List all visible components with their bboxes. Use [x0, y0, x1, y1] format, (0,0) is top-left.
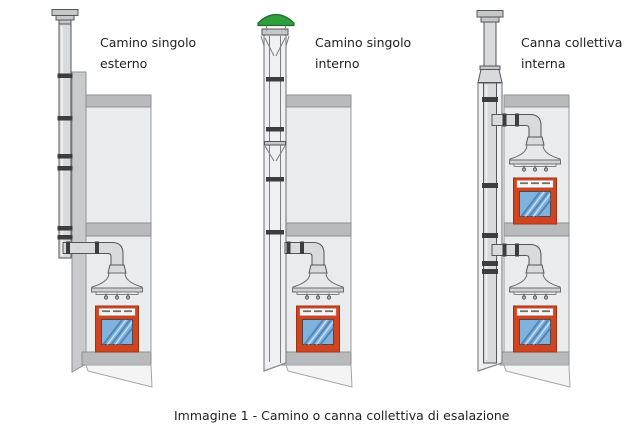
pipe-joint-band	[57, 116, 73, 121]
elbow-joint-band	[515, 113, 519, 127]
pipe-joint-band	[482, 183, 498, 188]
elbow-joint-band	[66, 241, 70, 254]
rain-cap-disc	[51, 9, 79, 16]
pipe-joint-band	[57, 226, 73, 231]
panel-label-line: Camino singolo	[315, 35, 412, 50]
rain-cap-disc	[480, 16, 500, 23]
panel-internal-chimney	[257, 13, 353, 388]
rain-cap-disc	[476, 10, 504, 18]
pipe-joint-band	[482, 97, 498, 102]
pipe-joint-band	[57, 154, 73, 159]
rain-cap-collar	[58, 19, 72, 25]
pipe-joint-band	[266, 77, 284, 82]
elbow-joint-band	[515, 243, 519, 257]
panel-label-external: Camino singolo esterno	[100, 32, 196, 74]
panel-label-internal: Camino singolo interno	[315, 32, 411, 74]
inner-funnel	[264, 37, 275, 57]
panel-collective-flue	[476, 10, 571, 388]
panel-label-collective: Canna collettiva interna	[521, 32, 622, 74]
pipe-joint-band	[266, 230, 284, 235]
pipe-joint-band	[482, 233, 498, 238]
inner-funnel	[275, 145, 286, 162]
reducer-ring	[479, 65, 501, 70]
elbow-joint-band	[502, 243, 507, 257]
inner-funnel	[275, 37, 286, 57]
panel-label-line: esterno	[100, 56, 148, 71]
pipe-joint-band	[266, 177, 284, 182]
shaft-flare	[285, 35, 290, 47]
elbow-joint-band	[95, 241, 99, 254]
figure-caption: Immagine 1 - Camino o canna collettiva d…	[174, 408, 510, 423]
panel-label-line: interno	[315, 56, 360, 71]
terminal-neck-pipe	[483, 21, 497, 69]
chimney-flue-pipe	[58, 23, 72, 259]
pipe-joint-band	[482, 269, 498, 274]
elbow-joint-band	[300, 241, 304, 254]
panel-label-line: Canna collettiva	[521, 35, 623, 50]
pipe-support-collar	[264, 141, 286, 146]
pipe-joint-band	[482, 261, 498, 266]
elbow-joint-band	[286, 241, 291, 254]
green-rain-cap	[257, 13, 295, 27]
pipe-joint-band	[57, 166, 73, 171]
shaft-flare	[260, 35, 265, 47]
inner-funnel	[264, 145, 275, 162]
exterior-wall	[71, 71, 87, 373]
rain-cap-disc	[55, 15, 75, 21]
shaft-collar	[261, 28, 289, 36]
panel-external-chimney	[51, 9, 153, 388]
elbow-joint-band	[502, 113, 507, 127]
panel-label-line: Camino singolo	[100, 35, 197, 50]
pipe-joint-band	[57, 235, 73, 240]
pipe-joint-band	[57, 73, 73, 78]
panel-label-line: interna	[521, 56, 566, 71]
pipe-joint-band	[266, 127, 284, 132]
shaft-reducer	[477, 69, 503, 83]
